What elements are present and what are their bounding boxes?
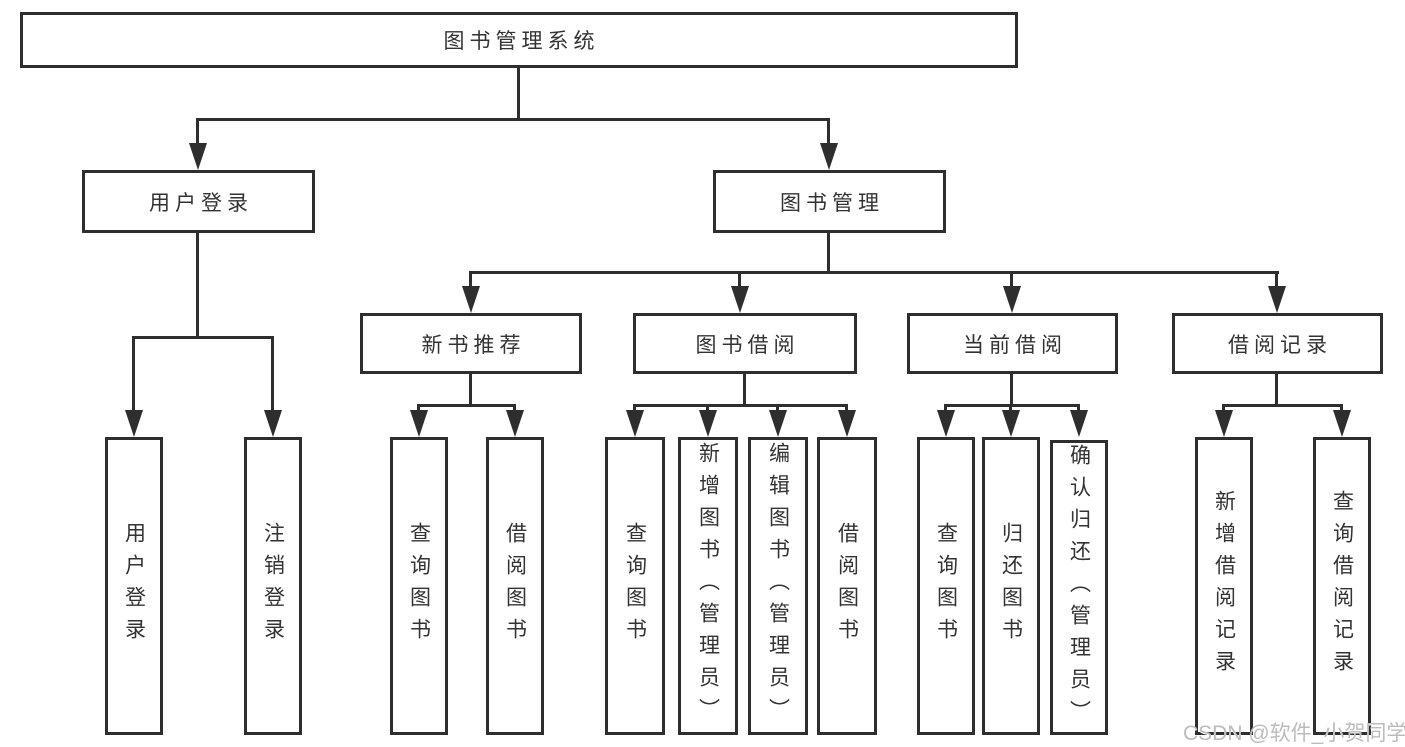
node-root: 图书管理系统 <box>20 12 1018 68</box>
node-root-label: 图书管理系统 <box>443 30 600 53</box>
connector-current-stem <box>1010 374 1013 407</box>
node-user-login: 用户登录 <box>82 170 315 233</box>
arrow-down-icon <box>626 410 644 437</box>
arrow-down-icon <box>1003 286 1021 313</box>
connector-leaf-drop <box>417 404 420 414</box>
connector-section-drop <box>738 271 741 289</box>
arrow-down-icon <box>1268 286 1286 313</box>
connector-user-login-rail <box>132 336 274 339</box>
connector-new-books-stem <box>469 374 472 407</box>
connector-leaf-drop <box>633 404 636 414</box>
arrow-down-icon <box>1070 410 1088 437</box>
connector-current-rail <box>944 404 1080 407</box>
leaf-user-login-label: 用户登录 <box>122 522 146 650</box>
arrow-down-icon <box>410 410 428 437</box>
connector-section-drop <box>469 271 472 289</box>
leaf-label: 新增借阅记录 <box>1212 490 1236 682</box>
connector-root-stem <box>517 68 520 121</box>
node-borrowing: 图书借阅 <box>633 313 857 374</box>
node-borrow-records: 借阅记录 <box>1172 313 1383 374</box>
connector-leaf-drop <box>706 404 709 414</box>
node-user-login-label: 用户登录 <box>149 191 253 215</box>
connector-section-drop <box>1275 271 1278 289</box>
connector-user-login-drop <box>196 118 199 148</box>
leaf-add-borrow-record: 新增借阅记录 <box>1195 437 1253 735</box>
arrow-down-icon <box>189 143 207 170</box>
leaf-query-borrow-record: 查询借阅记录 <box>1313 437 1371 735</box>
leaf-query-books-2: 查询图书 <box>605 437 665 735</box>
arrow-down-icon <box>731 286 749 313</box>
connector-leaf-drop <box>1077 404 1080 414</box>
connector-section-drop <box>1010 271 1013 289</box>
leaf-edit-book-admin: 编辑图书（管理员） <box>748 437 808 735</box>
leaf-label: 查询借阅记录 <box>1330 490 1354 682</box>
arrow-down-icon <box>506 410 524 437</box>
leaf-borrow-books-2: 借阅图书 <box>817 437 877 735</box>
leaf-return-book: 归还图书 <box>982 437 1040 735</box>
connector-records-rail <box>1222 404 1343 407</box>
leaf-query-books-3: 查询图书 <box>917 437 975 735</box>
leaf-label: 编辑图书（管理员） <box>766 442 790 730</box>
node-new-books-label: 新书推荐 <box>421 333 526 357</box>
arrow-down-icon <box>125 410 143 437</box>
connector-leaf-drop <box>1340 404 1343 414</box>
arrow-down-icon <box>769 410 787 437</box>
node-borrowing-label: 图书借阅 <box>695 333 800 357</box>
connector-borrowing-stem <box>743 374 746 407</box>
arrow-down-icon <box>462 286 480 313</box>
leaf-label: 确认归还（管理员） <box>1067 443 1091 732</box>
node-borrow-records-label: 借阅记录 <box>1228 333 1332 357</box>
leaf-logout-label: 注销登录 <box>261 522 285 650</box>
leaf-add-book-admin: 新增图书（管理员） <box>678 437 738 735</box>
arrow-down-icon <box>937 410 955 437</box>
connector-level3-rail <box>469 271 1279 274</box>
leaf-logout: 注销登录 <box>244 437 302 735</box>
arrow-down-icon <box>699 410 717 437</box>
leaf-label: 查询图书 <box>407 522 431 650</box>
connector-book-mgmt-stem <box>827 233 830 274</box>
leaf-user-login: 用户登录 <box>105 437 163 735</box>
connector-user-login-stem <box>196 233 199 339</box>
arrow-down-icon <box>820 143 838 170</box>
connector-leaf-drop <box>776 404 779 414</box>
connector-leaf-drop <box>944 404 947 414</box>
connector-leaf-drop <box>513 404 516 414</box>
arrow-down-icon <box>264 410 282 437</box>
arrow-down-icon <box>1333 410 1351 437</box>
connector-records-stem <box>1275 374 1278 407</box>
leaf-label: 查询图书 <box>623 522 647 650</box>
node-current-borrow: 当前借阅 <box>907 313 1118 374</box>
leaf-label: 借阅图书 <box>503 522 527 650</box>
connector-leaf-drop <box>1222 404 1225 414</box>
leaf-borrow-books-1: 借阅图书 <box>486 437 544 735</box>
connector-borrowing-rail <box>633 404 848 407</box>
node-book-management-label: 图书管理 <box>780 191 884 215</box>
leaf-query-books-1: 查询图书 <box>390 437 448 735</box>
arrow-down-icon <box>1215 410 1233 437</box>
connector-new-books-rail <box>417 404 516 407</box>
leaf-label: 归还图书 <box>999 522 1023 650</box>
node-current-borrow-label: 当前借阅 <box>963 333 1067 357</box>
connector-book-mgmt-drop <box>827 118 830 148</box>
arrow-down-icon <box>838 410 856 437</box>
node-new-books: 新书推荐 <box>360 313 582 374</box>
connector-leaf-drop <box>845 404 848 414</box>
connector-leaf-drop <box>132 336 135 414</box>
arrow-down-icon <box>1002 410 1020 437</box>
leaf-confirm-return-admin: 确认归还（管理员） <box>1050 440 1108 735</box>
connector-leaf-drop <box>271 336 274 414</box>
csdn-watermark: CSDN @软件_小贺同学 <box>1183 722 1405 745</box>
leaf-label: 借阅图书 <box>835 522 859 650</box>
connector-leaf-drop <box>1009 404 1012 414</box>
connector-level2-rail <box>196 118 830 121</box>
node-book-management: 图书管理 <box>713 170 946 233</box>
leaf-label: 查询图书 <box>934 522 958 650</box>
leaf-label: 新增图书（管理员） <box>696 442 720 730</box>
